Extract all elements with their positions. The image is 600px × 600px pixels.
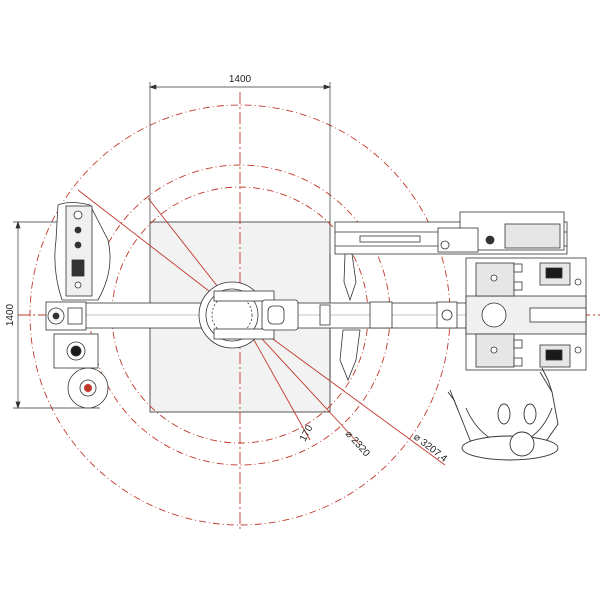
arm-base-ring-inner bbox=[205, 288, 259, 342]
radial-line-3207 bbox=[239, 314, 446, 466]
tool-head-body bbox=[65, 205, 93, 297]
operator-head bbox=[509, 431, 535, 457]
dimension-2320-label: ⌀ 2320 bbox=[343, 429, 372, 460]
dimension-lines bbox=[13, 82, 332, 410]
robot-arm bbox=[84, 281, 481, 349]
station-center-disk bbox=[481, 302, 507, 328]
dimension-left-label: 1400 bbox=[5, 303, 16, 326]
control-station bbox=[465, 257, 587, 371]
operator-shoulders bbox=[461, 435, 559, 461]
dimension-3207-label: ⌀ 3207,4 bbox=[411, 432, 449, 465]
tool-head bbox=[45, 202, 111, 409]
dimension-top-label: 1400 bbox=[229, 74, 252, 85]
arm-slider bbox=[369, 301, 393, 329]
feeder-assembly bbox=[329, 211, 568, 382]
dimension-170-label: 170 bbox=[298, 423, 316, 443]
operator-figure bbox=[447, 367, 559, 461]
